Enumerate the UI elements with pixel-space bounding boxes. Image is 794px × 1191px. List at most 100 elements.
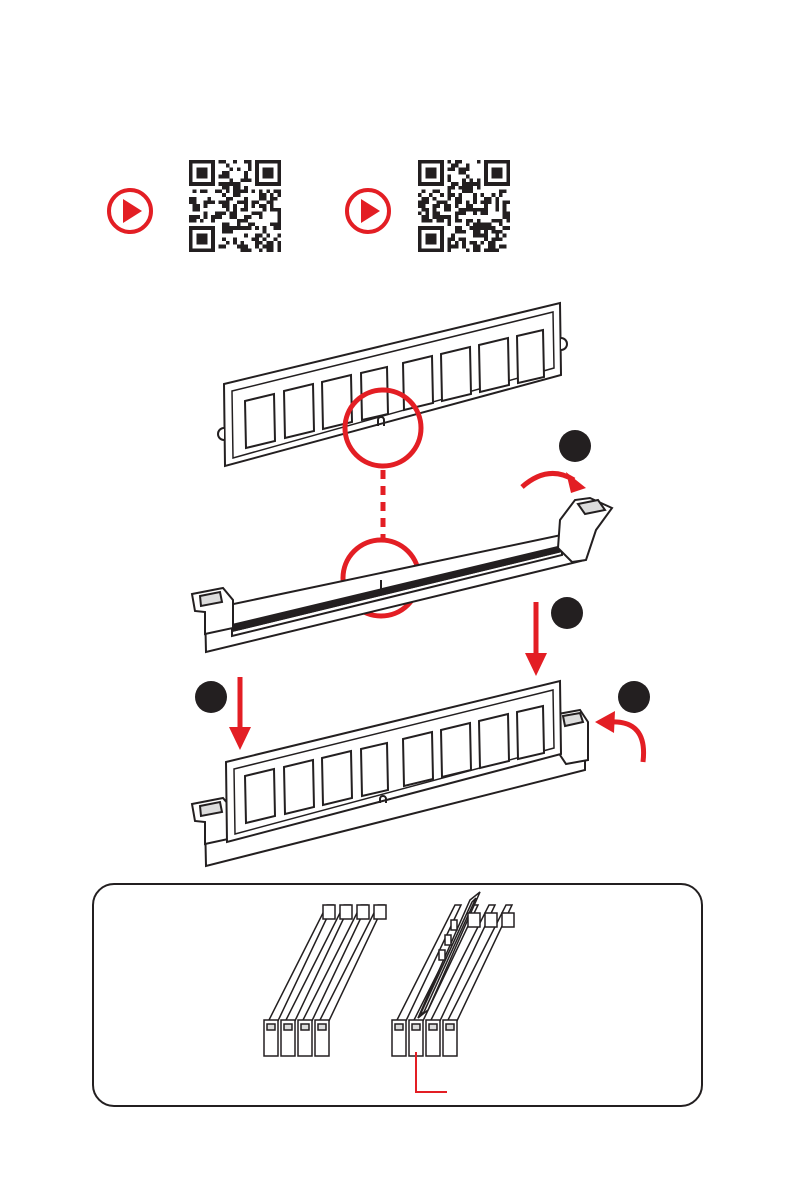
qr-module: [477, 182, 481, 186]
qr-module: [241, 178, 245, 182]
qr-module: [481, 223, 485, 227]
qr-module: [270, 204, 274, 208]
qr-module: [226, 208, 230, 212]
qr-module: [244, 234, 248, 238]
qr-module: [492, 248, 496, 252]
qr-module: [204, 189, 208, 193]
qr-module: [436, 204, 440, 208]
qr-module: [488, 200, 492, 204]
qr-module: [277, 193, 281, 197]
qr-module: [429, 219, 433, 223]
qr-module: [499, 223, 503, 227]
qr-module: [252, 200, 256, 204]
qr-module: [252, 212, 256, 216]
step-marker: [551, 597, 583, 629]
qr-module: [447, 189, 451, 193]
qr-module: [248, 178, 252, 182]
dimm-slot-empty: [192, 498, 612, 652]
qr-module: [229, 212, 233, 216]
qr-module: [237, 219, 241, 223]
callout-line: [416, 1052, 447, 1092]
qr-module: [259, 204, 263, 208]
qr-module: [458, 171, 462, 175]
qr-module: [277, 215, 281, 219]
qr-module: [458, 237, 462, 241]
qr-module: [226, 204, 230, 208]
qr-module: [440, 219, 444, 223]
qr-module: [248, 160, 252, 164]
qr-module: [473, 182, 477, 186]
qr-module: [436, 189, 440, 193]
qr-module: [470, 204, 474, 208]
qr-module: [237, 167, 241, 171]
qr-module: [237, 189, 241, 193]
qr-module: [189, 200, 193, 204]
qr-module: [244, 186, 248, 190]
qr-module: [204, 212, 208, 216]
qr-module: [503, 204, 507, 208]
qr-module: [196, 167, 207, 178]
qr-module: [425, 219, 429, 223]
qr-module: [466, 204, 470, 208]
qr-module: [462, 237, 466, 241]
video-link-1[interactable]: [105, 186, 155, 236]
qr-module: [466, 164, 470, 168]
qr-module: [233, 241, 237, 245]
qr-code-2: [418, 160, 510, 252]
qr-module: [252, 223, 256, 227]
qr-module: [462, 241, 466, 245]
qr-module: [429, 193, 433, 197]
play-circle-icon[interactable]: [343, 186, 393, 236]
qr-module: [462, 171, 466, 175]
qr-module: [244, 215, 248, 219]
qr-module: [233, 189, 237, 193]
qr-module: [447, 237, 451, 241]
qr-module: [444, 215, 448, 219]
qr-module: [218, 215, 222, 219]
qr-module: [263, 237, 267, 241]
qr-module: [447, 167, 451, 171]
qr-module: [237, 193, 241, 197]
qr-module: [473, 234, 477, 238]
qr-module: [255, 237, 259, 241]
qr-module: [196, 215, 200, 219]
qr-module: [422, 204, 426, 208]
qr-module: [455, 200, 459, 204]
qr-module: [444, 208, 448, 212]
qr-module: [274, 226, 278, 230]
qr-module: [495, 197, 499, 201]
qr-module: [422, 189, 426, 193]
qr-module: [248, 226, 252, 230]
qr-module: [241, 248, 245, 252]
qr-module: [466, 248, 470, 252]
qr-module: [488, 245, 492, 249]
qr-module: [506, 200, 510, 204]
qr-module: [263, 193, 267, 197]
qr-module: [470, 219, 474, 223]
qr-module: [466, 167, 470, 171]
qr-module: [481, 241, 485, 245]
qr-module: [503, 215, 507, 219]
qr-module: [233, 226, 237, 230]
qr-module: [481, 208, 485, 212]
qr-module: [244, 219, 248, 223]
qr-module: [436, 212, 440, 216]
qr-module: [499, 230, 503, 234]
qr-module: [226, 186, 230, 190]
qr-module: [495, 234, 499, 238]
qr-module: [473, 212, 477, 216]
dimm-slots-with-module: [392, 892, 514, 1056]
dimm-slots-detail: [240, 890, 540, 1100]
qr-module: [503, 189, 507, 193]
qr-module: [484, 230, 488, 234]
play-circle-icon[interactable]: [105, 186, 155, 236]
qr-module: [470, 186, 474, 190]
qr-module: [440, 215, 444, 219]
qr-module: [244, 208, 248, 212]
qr-code-icon: [418, 160, 510, 252]
qr-module: [492, 237, 496, 241]
video-link-2[interactable]: [343, 186, 393, 236]
qr-module: [222, 193, 226, 197]
qr-module: [470, 182, 474, 186]
qr-module: [248, 223, 252, 227]
